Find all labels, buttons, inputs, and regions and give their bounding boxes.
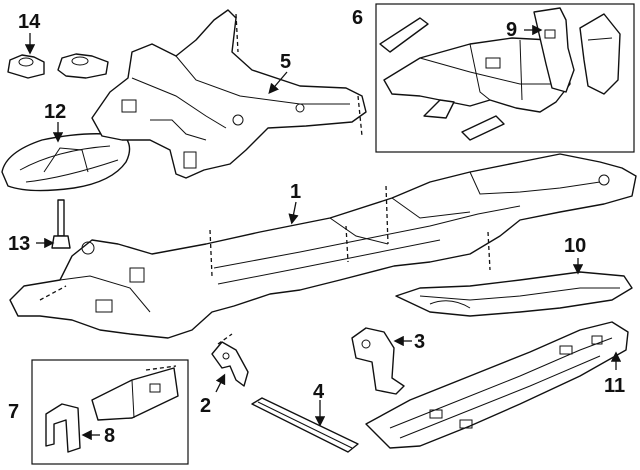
callout-10: 10 bbox=[564, 235, 586, 257]
callout-6: 6 bbox=[352, 7, 363, 29]
rear-frame-section-inset bbox=[375, 3, 635, 153]
bolt-part bbox=[36, 199, 71, 249]
skid-plate-part bbox=[1, 122, 131, 192]
callout-7: 7 bbox=[8, 401, 19, 423]
bracket-kit-inset bbox=[31, 359, 189, 465]
callout-2: 2 bbox=[200, 395, 211, 417]
callout-9: 9 bbox=[506, 19, 517, 41]
body-mount-part bbox=[7, 33, 109, 79]
callout-13: 13 bbox=[8, 233, 30, 255]
callout-14: 14 bbox=[18, 11, 41, 33]
callout-5: 5 bbox=[280, 51, 291, 73]
crossbar-part bbox=[251, 397, 359, 453]
callout-1: 1 bbox=[290, 181, 301, 203]
heat-shield-part bbox=[395, 258, 633, 317]
callout-11: 11 bbox=[604, 375, 625, 397]
underbody-shield-part bbox=[365, 321, 629, 449]
callout-3: 3 bbox=[414, 331, 425, 353]
callout-8: 8 bbox=[104, 425, 115, 447]
main-frame-part bbox=[9, 153, 637, 339]
callout-12: 12 bbox=[44, 101, 66, 123]
bracket-part bbox=[351, 327, 412, 395]
front-crossmember-part bbox=[91, 9, 367, 179]
tow-hook-part bbox=[211, 333, 249, 393]
callout-4: 4 bbox=[313, 381, 325, 403]
